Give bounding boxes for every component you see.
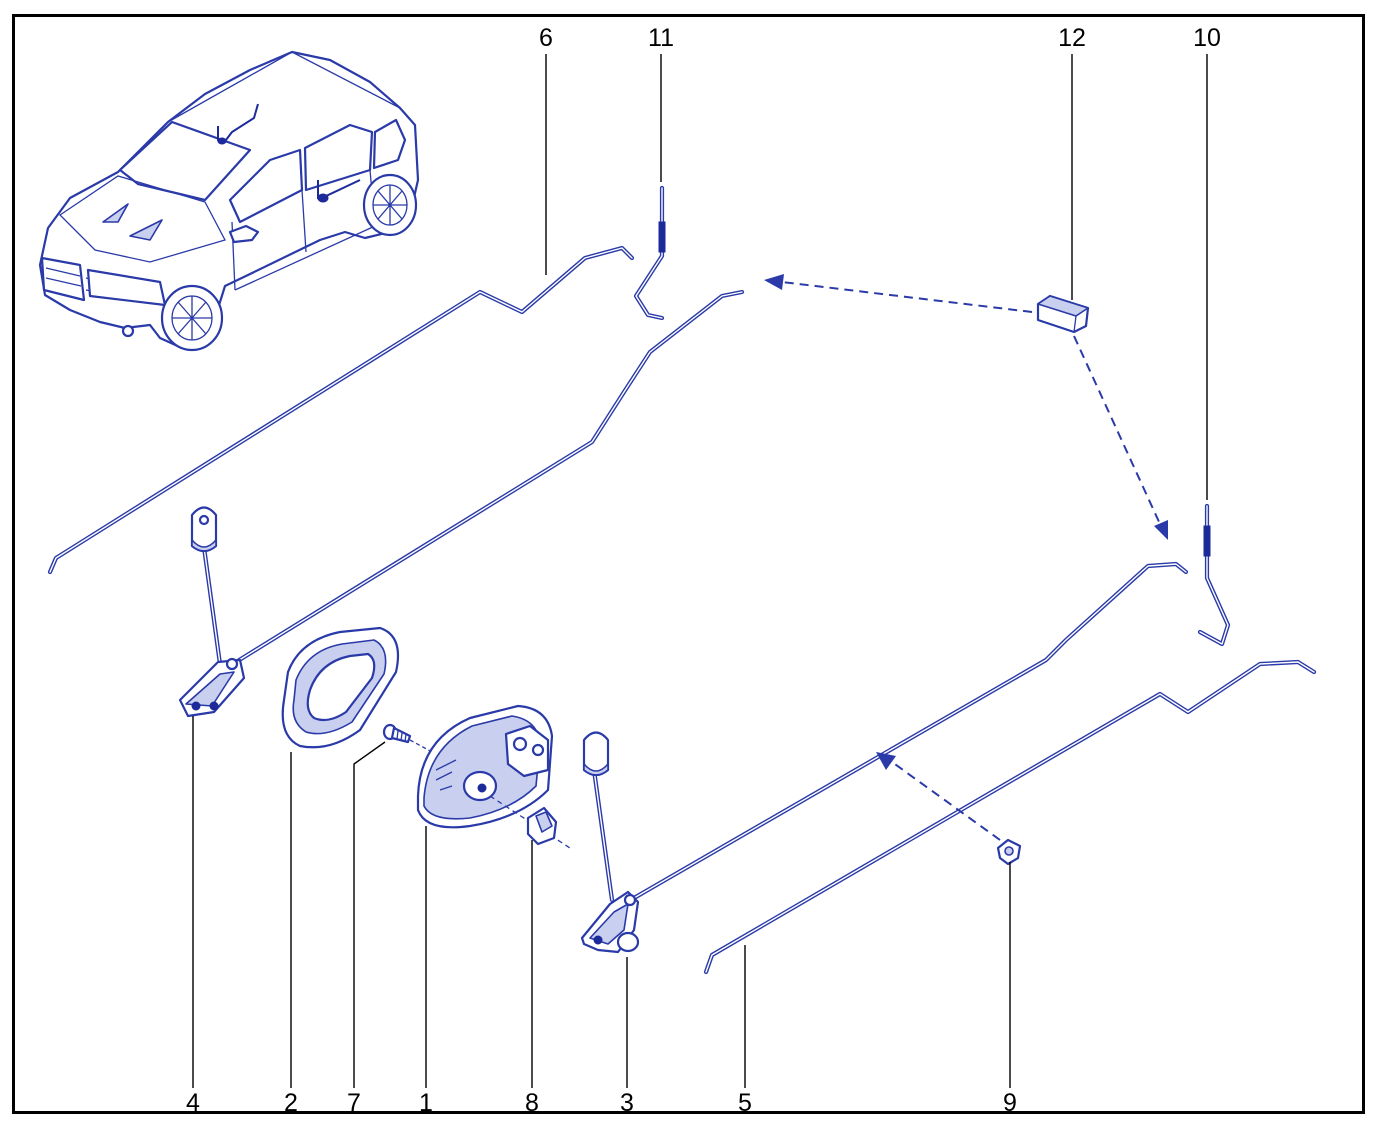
callout-5: 5 [738, 1089, 752, 1117]
part-2-bezel [281, 626, 400, 749]
callout-8: 8 [525, 1089, 539, 1117]
part-4-lever [178, 506, 246, 718]
callout-labels: 6 11 12 10 4 2 7 1 8 3 5 9 [186, 24, 1221, 1117]
rod-rear-inner [631, 561, 1189, 901]
callout-3: 3 [620, 1089, 634, 1117]
leader-line-7 [353, 741, 386, 1088]
callout-10: 10 [1193, 24, 1221, 52]
dashed-arrows [764, 274, 1168, 841]
callout-2: 2 [284, 1089, 298, 1117]
callout-6: 6 [539, 24, 553, 52]
part-12-pad [1036, 294, 1090, 334]
rod-10 [1197, 503, 1231, 647]
part-7-screw [382, 723, 433, 753]
rod-front-inner [233, 289, 745, 665]
rod-5 [703, 659, 1317, 975]
rod-6 [47, 245, 635, 575]
car-illustration [38, 50, 420, 352]
part-3-lever [580, 731, 640, 954]
callout-12: 12 [1058, 24, 1086, 52]
part-8-clip [526, 806, 558, 846]
callout-7: 7 [347, 1089, 361, 1117]
callout-9: 9 [1003, 1089, 1017, 1117]
part-9-clip [996, 838, 1022, 866]
rod-11 [633, 185, 666, 321]
callout-1: 1 [419, 1089, 433, 1117]
callout-4: 4 [186, 1089, 200, 1117]
callout-11: 11 [648, 24, 674, 52]
part-1-handle [416, 704, 571, 849]
